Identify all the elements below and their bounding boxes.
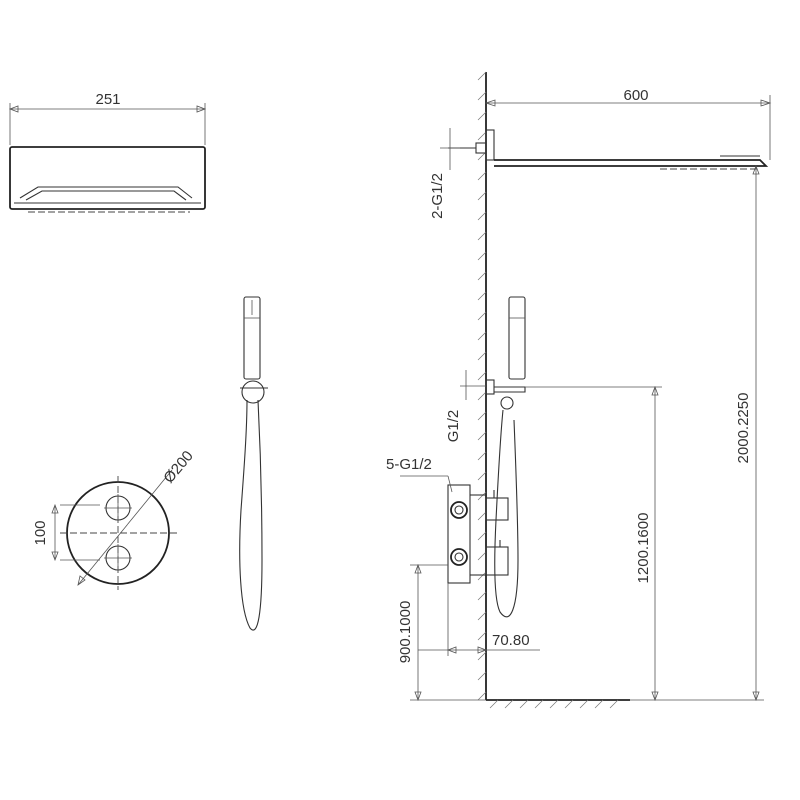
rain-head-side-view: 600: [448, 87, 772, 170]
valve-height-label: 900.1000: [397, 601, 414, 664]
head-height-label: 2000.2250: [735, 393, 752, 464]
dim-diameter-label: Ø200: [160, 448, 197, 487]
valve-ports-label: 5-G1/2: [386, 456, 432, 473]
hand-shower-view: [239, 296, 268, 631]
valve-depth-dimension: 70.80: [418, 583, 540, 656]
concealed-valve: 5-G1/2: [386, 456, 509, 584]
dim-600-label: 600: [623, 87, 648, 104]
dim-100-label: 100: [32, 520, 49, 545]
middle-inlet-dimension: G1/2: [445, 370, 486, 442]
dim-251-label: 251: [95, 91, 120, 108]
valve-depth-label: 70.80: [492, 632, 530, 649]
top-inlet-dimension: 2-G1/2: [429, 128, 460, 219]
inlet-top-label: 2-G1/2: [429, 173, 446, 219]
rain-head-front-view: 251: [8, 91, 207, 213]
inlet-middle-label: G1/2: [445, 410, 462, 443]
head-height-dimension: 2000.2250: [662, 164, 764, 702]
floor: [486, 699, 630, 709]
outlet-height-label: 1200.1600: [635, 513, 652, 584]
wall-hand-shower: [485, 296, 526, 618]
valve-plate-view: 100 Ø200: [32, 448, 197, 590]
outlet-height-dimension: 1200.1600: [525, 385, 662, 702]
valve-height-dimension: 900.1000: [397, 563, 486, 702]
